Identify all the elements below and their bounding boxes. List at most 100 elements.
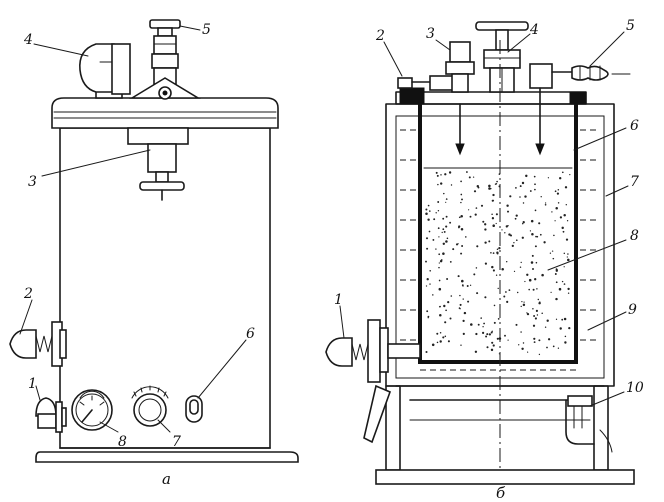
fill-dot [474, 350, 478, 353]
fill-dot [442, 217, 445, 220]
fill-dot [432, 238, 435, 241]
fill-dot [504, 232, 506, 234]
fill-dot [426, 278, 429, 281]
fill-dot [526, 312, 530, 316]
fill-dot [482, 220, 485, 223]
fill-dot [519, 185, 522, 188]
fill-dot [553, 234, 555, 237]
fill-dot [429, 270, 432, 272]
fill-dot [536, 235, 539, 238]
label-b-7: 7 [630, 174, 639, 190]
fill-dot [521, 300, 523, 303]
fill-dot [546, 346, 548, 349]
fill-dot [515, 239, 518, 242]
fill-dot [566, 220, 569, 222]
fill-dot [488, 184, 491, 188]
fill-dot [506, 204, 509, 207]
fill-dot [470, 323, 473, 326]
fill-dot [506, 210, 510, 213]
fill-dot [461, 198, 463, 201]
fill-dot [439, 305, 441, 308]
fill-dot [425, 285, 428, 287]
fill-dot [480, 204, 484, 207]
fill-dot [547, 338, 551, 341]
fill-dot [469, 215, 472, 218]
indicator-lamp-a [35, 397, 67, 433]
fill-dot [466, 285, 469, 287]
fill-dot [561, 171, 564, 174]
label-b-9: 9 [628, 302, 637, 318]
fill-dot [490, 348, 494, 352]
fill-dot [541, 312, 543, 314]
fill-dot [452, 248, 455, 251]
fill-dot [425, 350, 428, 354]
fill-dot [445, 225, 448, 228]
fill-dot [547, 177, 550, 179]
fill-dot [443, 230, 446, 233]
fill-dot [435, 171, 438, 174]
fill-dot [467, 300, 470, 303]
fill-dot [519, 266, 522, 268]
fill-dot [555, 318, 558, 320]
fill-dot [458, 216, 461, 219]
gauge-top-a [79, 43, 131, 99]
fill-dot [439, 340, 442, 343]
fill-dot [563, 317, 567, 321]
fill-dot [460, 228, 464, 231]
label-b-5: 5 [626, 18, 635, 34]
fill-dot [437, 201, 440, 203]
fill-dot [444, 335, 447, 338]
fill-dot [534, 245, 537, 248]
label-b-3: 3 [426, 26, 435, 42]
fill-dot [436, 341, 439, 344]
fill-dot [437, 210, 440, 212]
fill-dot [524, 195, 527, 198]
fill-dot [563, 266, 565, 268]
fill-dot [557, 347, 560, 349]
fill-dot [521, 236, 524, 239]
fill-dot [567, 287, 570, 291]
fill-dot [484, 296, 487, 299]
label-a-2: 2 [23, 286, 33, 302]
fill-dot [450, 184, 453, 186]
fill-dot [441, 231, 443, 234]
fill-dot [427, 317, 429, 319]
fill-dot [543, 241, 546, 244]
fill-dot [531, 232, 534, 236]
fill-dot [486, 346, 489, 349]
fill-dot [425, 208, 428, 211]
caption-b: б [496, 484, 506, 502]
fill-dot [544, 326, 547, 328]
fill-dot [551, 211, 553, 213]
fill-dot [561, 280, 564, 283]
handwheel-valve-4-b [475, 21, 529, 93]
fill-dot [496, 252, 499, 255]
fill-dot [516, 291, 519, 294]
fill-dot [481, 331, 485, 335]
fill-dot [568, 326, 571, 330]
fill-dot [473, 190, 477, 193]
drain-valve-a [127, 127, 189, 201]
fill-dot [438, 266, 440, 269]
fill-dot [564, 341, 567, 344]
fill-dot [520, 305, 522, 308]
fill-dot [538, 353, 541, 356]
fill-dot [515, 187, 517, 189]
fill-dot [549, 252, 552, 254]
label-a-8: 8 [118, 434, 127, 450]
fill-dot [438, 253, 441, 256]
fill-dot [492, 224, 495, 227]
fill-dot [541, 273, 544, 277]
fill-dot [438, 262, 440, 264]
fill-dot [563, 214, 566, 217]
fill-dot [492, 193, 495, 197]
fill-dot [460, 214, 463, 218]
label-a-3: 3 [28, 174, 37, 190]
fill-dot [425, 260, 427, 263]
fill-dot [437, 183, 439, 186]
fill-dot [447, 340, 450, 343]
fill-dot [484, 262, 487, 265]
fill-dot [450, 295, 453, 297]
fill-dot [468, 176, 471, 179]
